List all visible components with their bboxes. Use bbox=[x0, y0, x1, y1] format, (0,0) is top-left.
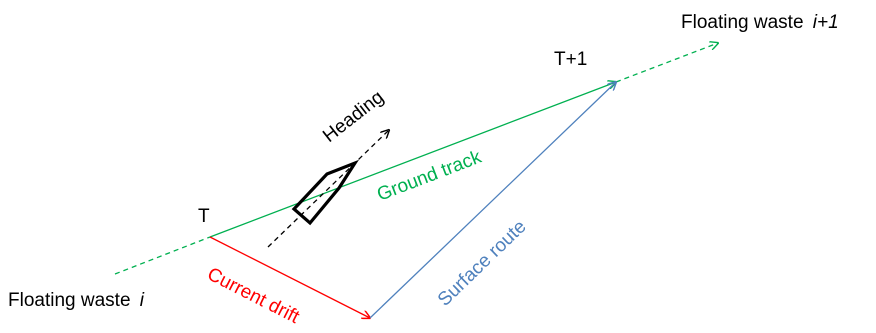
ground-track-extension-right bbox=[615, 43, 718, 83]
current-drift-label: Current drift bbox=[204, 264, 304, 329]
current-drift-arrow bbox=[209, 236, 370, 318]
time-t1-label: T+1 bbox=[554, 49, 587, 70]
floating-waste-next-label: Floating waste i+1 bbox=[681, 12, 839, 33]
time-t-label: T bbox=[198, 206, 210, 227]
ground-track-extension-left bbox=[114, 236, 211, 275]
heading-arrow bbox=[267, 130, 389, 248]
ground-track-line bbox=[209, 82, 616, 238]
ground-track-label: Ground track bbox=[374, 147, 485, 206]
surface-route-label: Surface route bbox=[434, 216, 531, 310]
surface-route-arrow bbox=[369, 82, 616, 319]
boat-icon bbox=[291, 159, 360, 226]
floating-waste-i-label: Floating waste i bbox=[8, 290, 145, 311]
heading-label: Heading bbox=[319, 87, 388, 147]
